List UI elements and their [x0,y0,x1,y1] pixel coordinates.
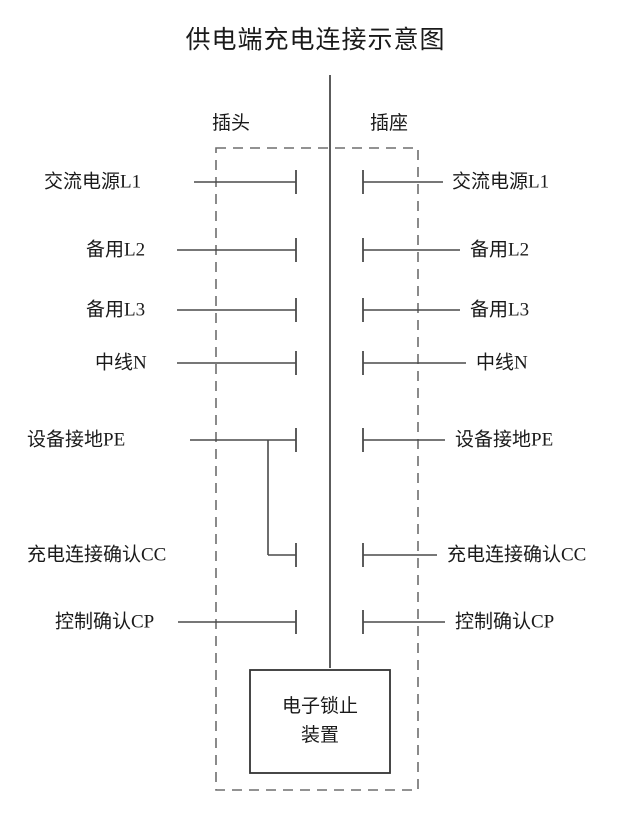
label-right-l2: 备用L2 [470,239,530,261]
label-left-l3: 备用L3 [86,299,146,321]
label-left-l2: 备用L2 [86,239,146,261]
label-right-l1: 交流电源L1 [452,171,550,193]
electronic-lock-box-label: 电子锁止 装置 [250,670,390,773]
label-left-cp: 控制确认CP [55,611,155,633]
label-left-pe: 设备接地PE [27,429,126,451]
electronic-lock-box [249,669,391,774]
label-right-cp: 控制确认CP [455,611,555,633]
label-left-cc: 充电连接确认CC [27,544,167,566]
column-header-plug: 插头 [212,113,251,134]
assembly-boundary-dashed [215,147,419,791]
label-left-n: 中线N [95,352,147,374]
electronic-lock-line-2: 装置 [300,724,339,746]
column-header-socket: 插座 [370,113,409,134]
electronic-lock-line-1: 电子锁止 [281,696,358,717]
label-right-l3: 备用L3 [470,299,530,321]
page-title: 供电端充电连接示意图 [185,27,446,54]
label-right-cc: 充电连接确认CC [447,544,587,566]
label-right-n: 中线N [476,352,528,374]
label-right-pe: 设备接地PE [455,429,554,451]
label-left-l1: 交流电源L1 [44,171,142,193]
